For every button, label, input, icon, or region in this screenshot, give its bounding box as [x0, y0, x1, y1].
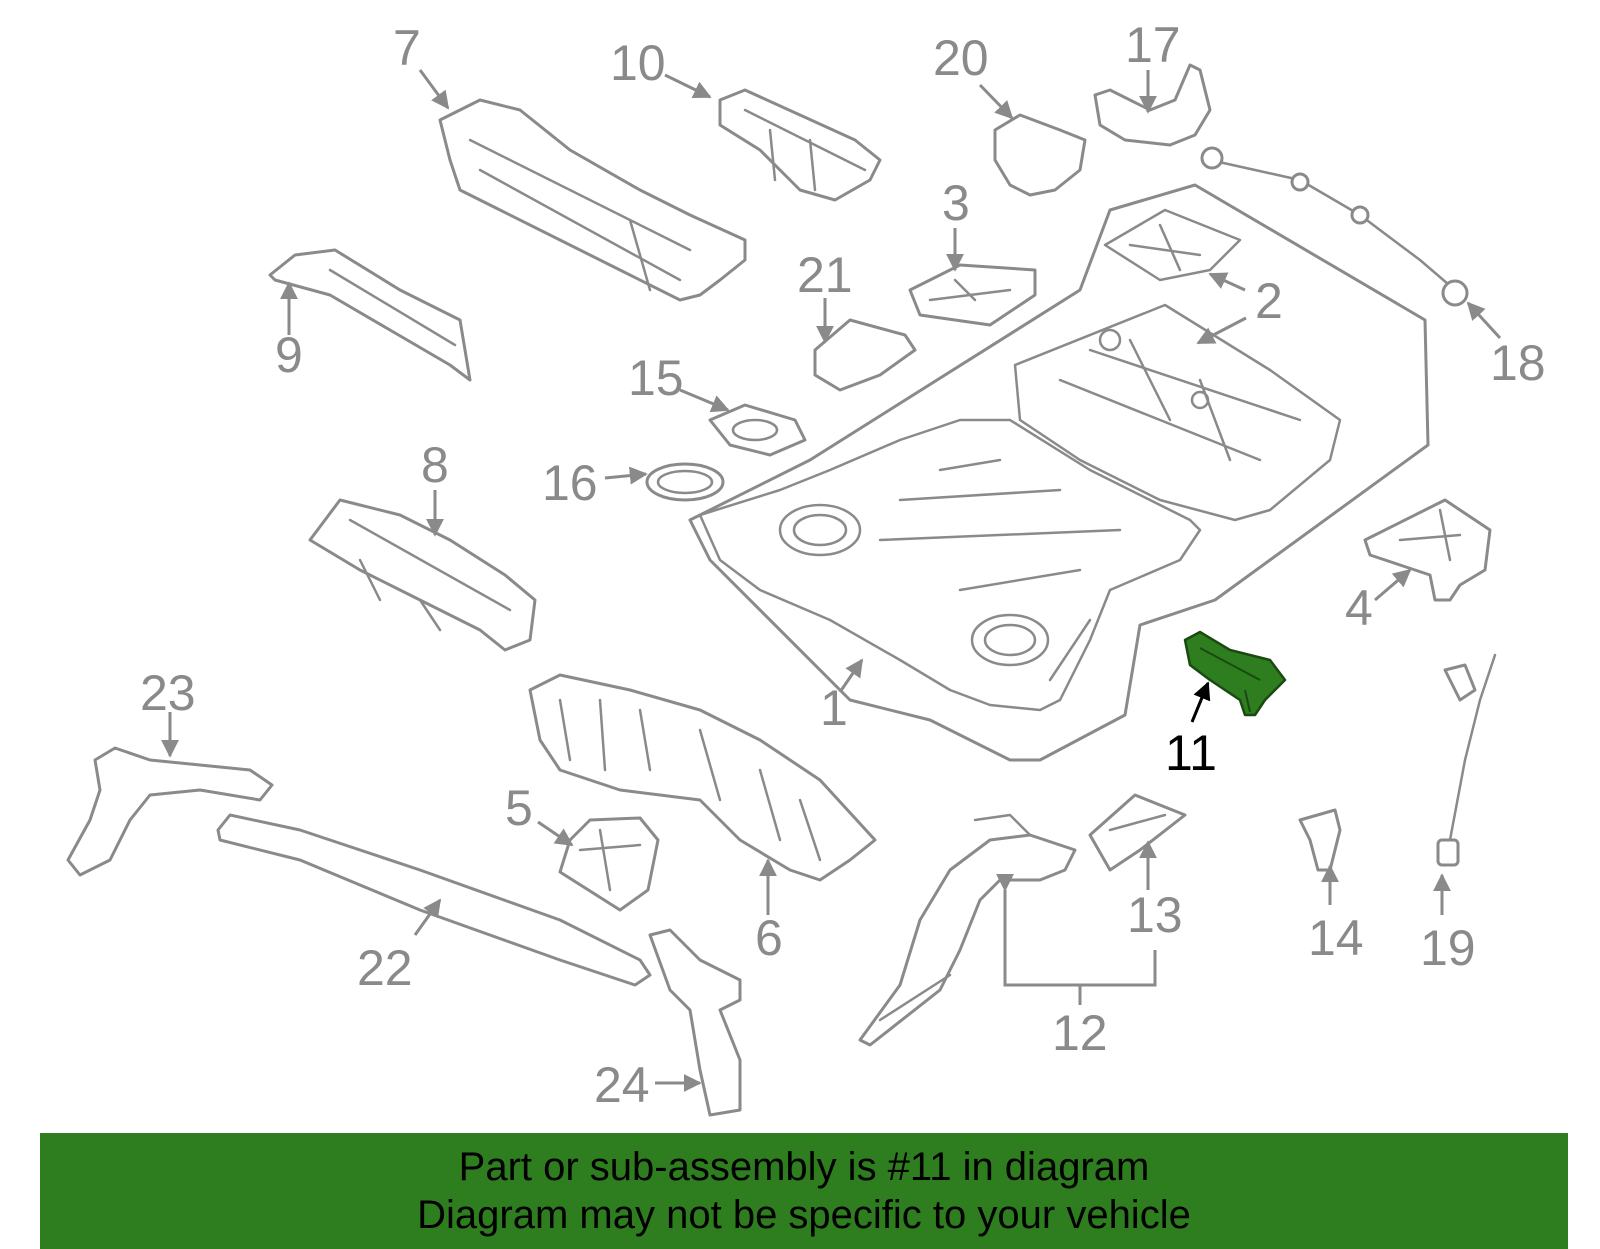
part-4[interactable]	[1363, 498, 1492, 602]
label-10: 10	[610, 35, 666, 91]
label-22: 22	[357, 940, 413, 996]
part-10[interactable]	[718, 88, 882, 202]
part-9[interactable]	[268, 248, 472, 382]
label-3: 3	[942, 175, 970, 231]
part-21[interactable]	[813, 318, 917, 392]
part-24[interactable]	[648, 928, 742, 1117]
part-14[interactable]	[1298, 808, 1342, 872]
label-19: 19	[1420, 920, 1476, 976]
label-21: 21	[797, 247, 853, 303]
label-13: 13	[1127, 887, 1183, 943]
banner-line-part: Part or sub-assembly is #11 in diagram	[458, 1145, 1150, 1189]
part-1-floor-pan-assembly[interactable]	[688, 183, 1430, 762]
info-banner: Part or sub-assembly is #11 in diagram D…	[40, 1133, 1568, 1249]
label-16: 16	[542, 455, 598, 511]
label-12: 12	[1052, 1005, 1108, 1061]
label-14: 14	[1308, 910, 1364, 966]
label-5: 5	[505, 780, 533, 836]
part-8[interactable]	[308, 498, 537, 652]
label-2: 2	[1255, 273, 1283, 329]
banner-line-disclaimer: Diagram may not be specific to your vehi…	[417, 1193, 1191, 1237]
label-18: 18	[1490, 335, 1546, 391]
part-20[interactable]	[993, 113, 1087, 197]
parts-diagram: 7 10 20 17 3 2 18 21 9 15 16 8 4 1 11 23…	[66, 17, 1546, 1117]
part-12-13[interactable]	[858, 793, 1187, 1047]
label-8: 8	[421, 437, 449, 493]
callout-labels: 7 10 20 17 3 2 18 21 9 15 16 8 4 1 11 23…	[140, 17, 1546, 1113]
part-15-16[interactable]	[645, 403, 807, 502]
label-17: 17	[1125, 17, 1181, 73]
label-9: 9	[275, 327, 303, 383]
label-1: 1	[820, 680, 848, 736]
label-4: 4	[1345, 580, 1373, 636]
label-24: 24	[594, 1057, 650, 1113]
part-11-highlighted[interactable]	[1183, 630, 1287, 717]
part-7[interactable]	[438, 98, 747, 302]
part-6[interactable]	[528, 673, 877, 882]
part-23[interactable]	[66, 746, 274, 877]
label-7: 7	[393, 20, 421, 76]
label-20: 20	[933, 30, 989, 86]
part-17[interactable]	[1093, 63, 1212, 147]
part-19[interactable]	[1436, 653, 1497, 867]
part-5[interactable]	[558, 816, 660, 912]
label-15: 15	[628, 350, 684, 406]
label-23: 23	[140, 665, 196, 721]
part-18[interactable]	[1200, 146, 1469, 307]
leader-arrows	[161, 69, 1502, 1092]
part-3[interactable]	[908, 263, 1037, 327]
label-11: 11	[1165, 725, 1217, 781]
label-6: 6	[755, 910, 783, 966]
